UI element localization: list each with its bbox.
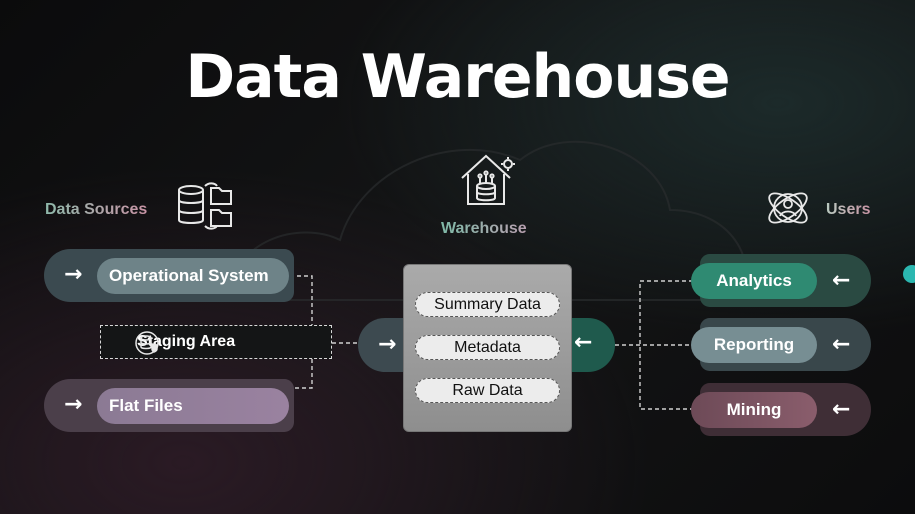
left-arrow-icon: ←	[832, 397, 851, 422]
source-operational-system[interactable]: Operational System	[97, 258, 289, 294]
left-arrow-icon: ←	[832, 332, 851, 357]
user-analytics[interactable]: Analytics	[691, 263, 817, 299]
left-arrow-icon: ←	[832, 268, 851, 293]
user-orbit-icon	[768, 192, 808, 224]
warehouse-item-summary-data[interactable]: Summary Data	[415, 292, 560, 317]
right-arrow-icon: →	[64, 392, 83, 417]
user-reporting[interactable]: Reporting	[691, 327, 817, 363]
page-title: Data Warehouse	[185, 42, 730, 112]
database-shield-icon	[135, 331, 159, 355]
staging-area-label: Staging Area	[137, 333, 236, 350]
user-mining[interactable]: Mining	[691, 392, 817, 428]
database-folders-icon	[178, 182, 232, 230]
right-arrow-icon: →	[378, 332, 397, 357]
users-label: Users	[826, 201, 871, 218]
warehouse-item-raw-data[interactable]: Raw Data	[415, 378, 560, 403]
right-arrow-icon: →	[64, 262, 83, 287]
staging-area-box[interactable]: Staging Area	[100, 325, 332, 359]
source-flat-files[interactable]: Flat Files	[97, 388, 289, 424]
data-sources-label: Data Sources	[45, 201, 148, 218]
house-database-icon	[461, 154, 515, 205]
left-arrow-icon: ←	[574, 330, 593, 355]
warehouse-label: Warehouse	[441, 220, 527, 237]
warehouse-item-metadata[interactable]: Metadata	[415, 335, 560, 360]
edge-dot-decoration	[903, 265, 915, 283]
